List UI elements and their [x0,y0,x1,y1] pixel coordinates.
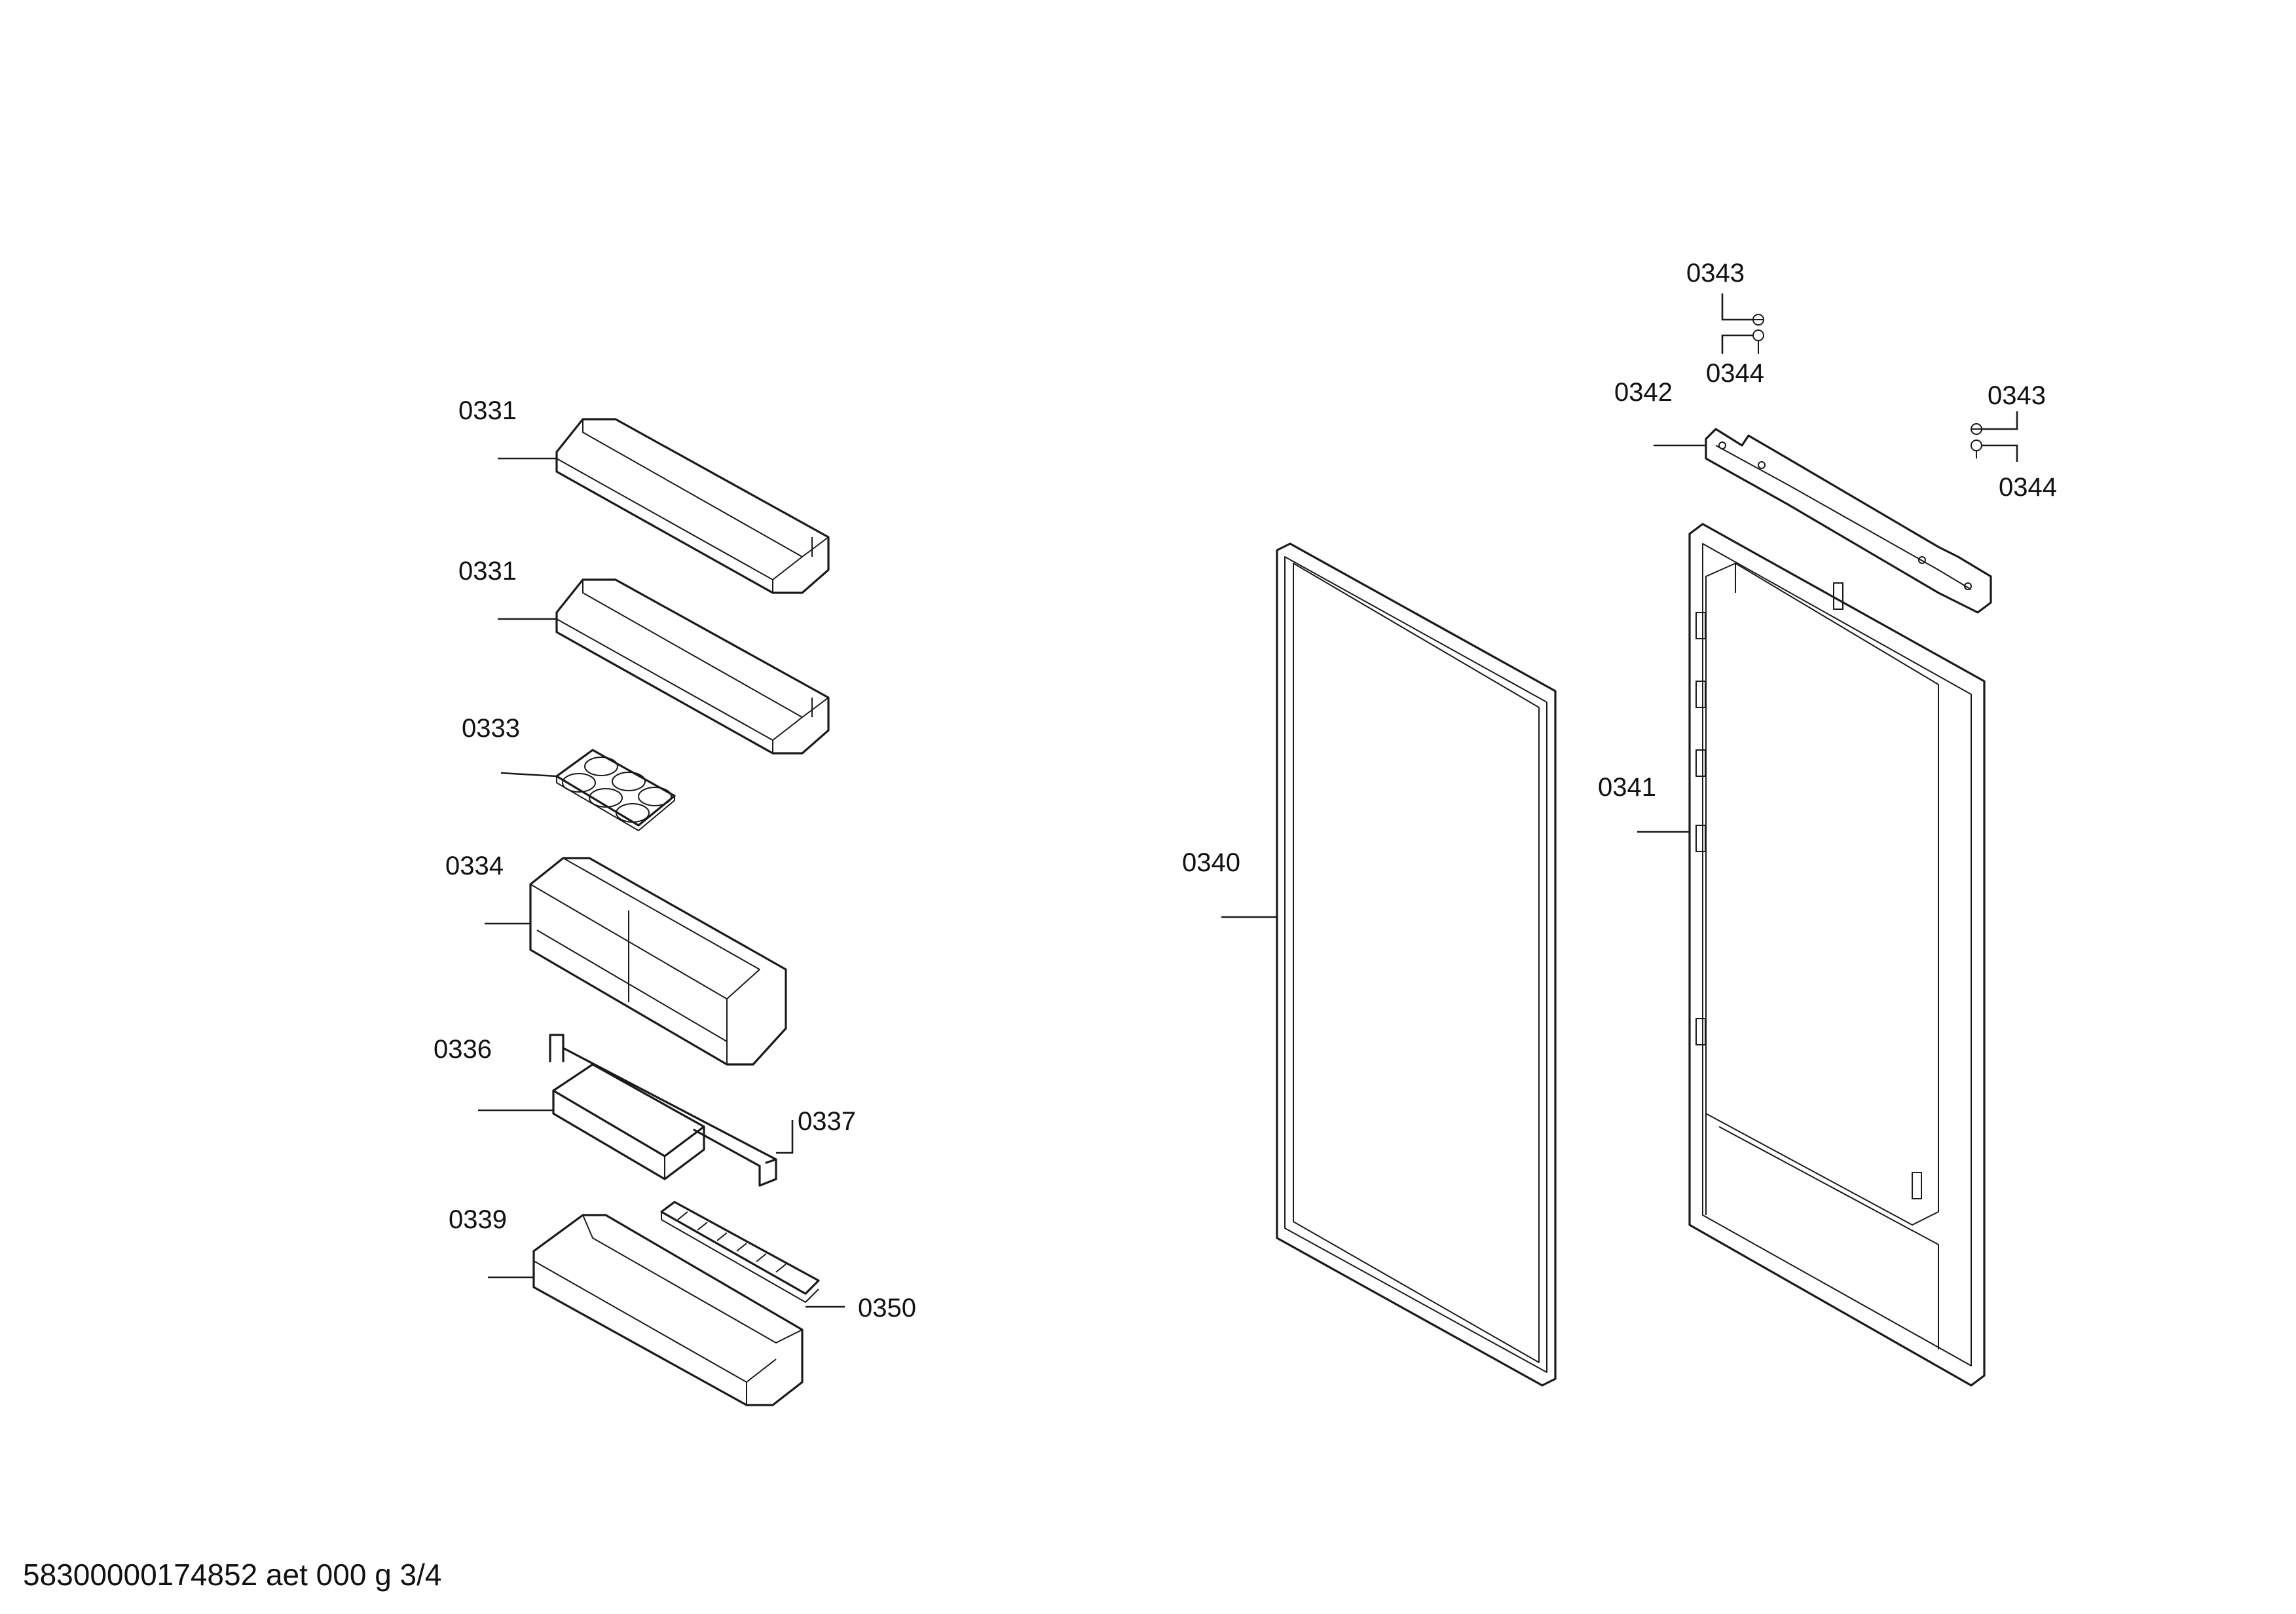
label-0344-top: 0344 [1706,359,1764,388]
label-0340: 0340 [1182,848,1240,877]
holder-rail-0337 [549,1034,777,1187]
label-0342: 0342 [1614,378,1673,407]
label-0331-top: 0331 [458,396,517,425]
label-0339: 0339 [449,1205,507,1234]
inner-door-panel-0341 [1688,523,1986,1387]
door-gasket-0340 [1276,542,1557,1387]
bottle-shelf-0339 [532,1214,804,1406]
label-0334: 0334 [445,852,504,880]
screw-nut-top [1752,314,1764,354]
screw-nut-right [1971,423,1982,459]
label-0350: 0350 [858,1294,916,1323]
drawing-code: 58300000174852 aet 000 g 3/4 [23,1558,442,1592]
label-0336: 0336 [434,1035,492,1064]
label-0343-top: 0343 [1686,259,1745,288]
label-0344-right: 0344 [1999,473,2057,502]
label-0337: 0337 [798,1107,856,1136]
label-0331-bottom: 0331 [458,557,517,586]
leader-lines [478,293,2018,1308]
label-0343-right: 0343 [1988,381,2046,410]
label-0333: 0333 [462,714,520,743]
covered-compartment-0334 [529,857,787,1066]
label-0341: 0341 [1598,773,1656,802]
door-shelf-0331-bottom [555,578,830,755]
grid-insert-0350 [660,1201,820,1303]
egg-tray-0333 [555,749,676,831]
hinge-bracket-0342 [1705,428,1992,614]
small-box-0336 [552,1063,705,1180]
door-shelf-0331-top [555,418,830,594]
